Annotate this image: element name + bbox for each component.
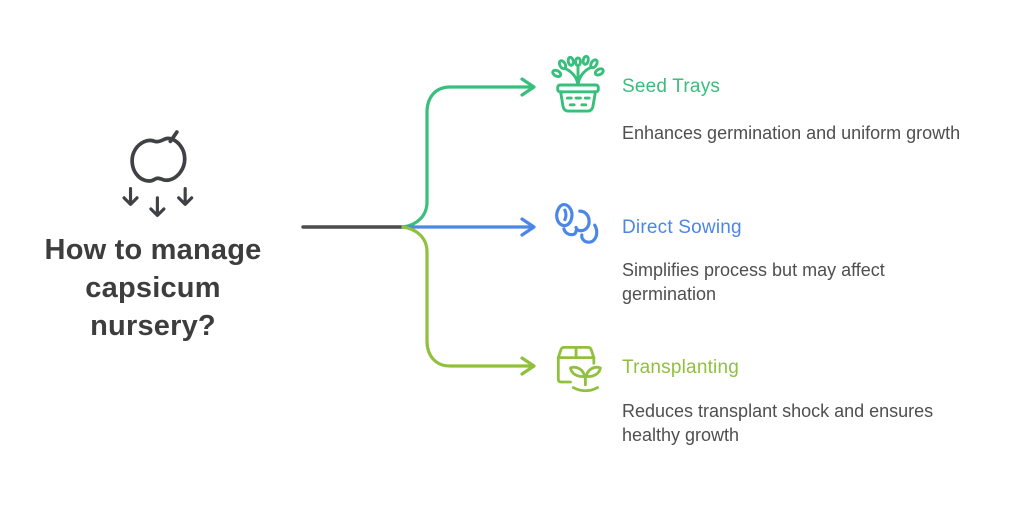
arrowhead-blue: [520, 217, 536, 237]
branch-line-transplanting: [401, 225, 536, 376]
seeds-icon: [555, 203, 599, 244]
branch-label-transplanting: Transplanting: [622, 357, 740, 378]
branch-label-direct-sowing: Direct Sowing: [622, 217, 742, 238]
transplant-box-icon: [556, 345, 602, 393]
branch-line-direct-sowing: [401, 217, 536, 237]
branch-description-seed-trays: Enhances germination and uniform growth: [622, 123, 961, 143]
branch-description-direct-sowing: Simplifies process but may affect germin…: [622, 260, 885, 304]
root-question-title: How to manage capsicum nursery?: [44, 234, 262, 342]
branch-description-transplanting: Reduces transplant shock and ensures hea…: [622, 401, 934, 445]
seed-tray-icon: [551, 54, 605, 113]
arrowhead-green: [520, 77, 536, 97]
arrowhead-olive: [520, 356, 536, 376]
branch-line-seed-trays: [401, 77, 536, 229]
capsicum-falling-icon: [122, 130, 194, 218]
branch-label-seed-trays: Seed Trays: [622, 76, 721, 97]
